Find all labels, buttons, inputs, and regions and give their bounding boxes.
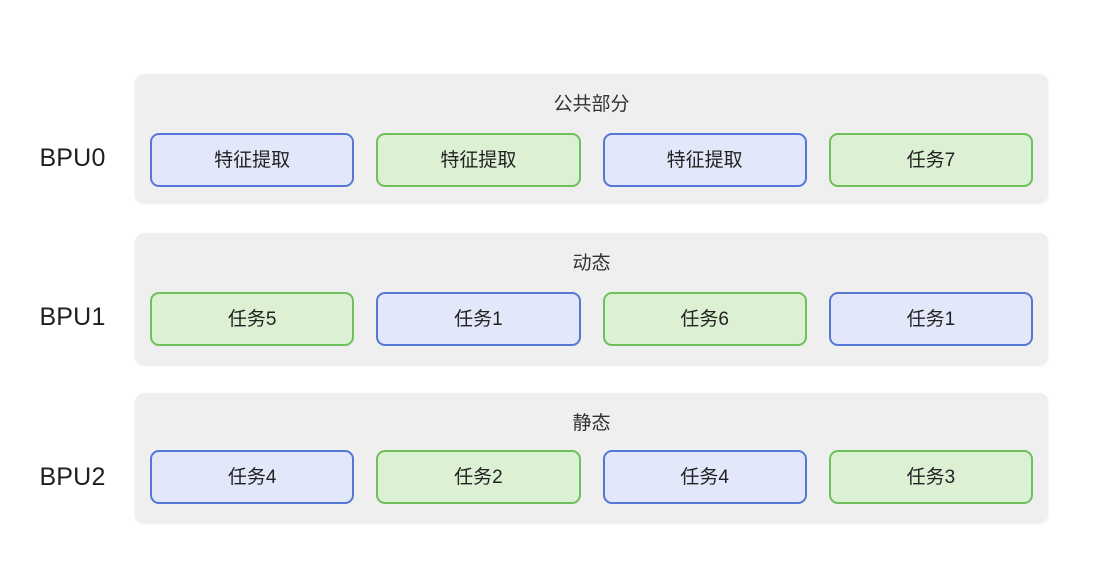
task-box[interactable]: 任务1 [828,292,1033,346]
bpu-row-title: 公共部分 [553,94,630,115]
bpu-row-panel: 公共部分特征提取特征提取特征提取任务7 [135,74,1048,203]
bpu-row-title: 动态 [572,253,611,274]
bpu-row-title: 静态 [572,413,611,434]
task-box[interactable]: 任务1 [376,292,581,346]
bpu-row-label: BPU0 [39,144,106,172]
task-box[interactable]: 特征提取 [602,133,807,187]
task-box[interactable]: 任务4 [150,450,355,504]
task-box[interactable]: 特征提取 [150,133,355,187]
task-box-strip: 任务5 任务1 任务6 任务1 [150,292,1033,346]
bpu-row-panel: 静态任务4 任务2 任务4 任务3 [135,393,1048,523]
task-box[interactable]: 任务5 [150,292,355,346]
task-box-strip: 特征提取特征提取特征提取任务7 [150,133,1033,187]
bpu-row-label: BPU2 [39,463,106,491]
task-box[interactable]: 任务7 [828,133,1033,187]
bpu-row-label: BPU1 [39,303,106,331]
task-box-strip: 任务4 任务2 任务4 任务3 [150,450,1033,504]
task-box[interactable]: 任务4 [602,450,807,504]
task-box[interactable]: 任务6 [602,292,807,346]
task-box[interactable]: 任务3 [828,450,1033,504]
task-box[interactable]: 特征提取 [376,133,581,187]
task-box[interactable]: 任务2 [376,450,581,504]
bpu-row-panel: 动态任务5 任务1 任务6 任务1 [135,233,1048,365]
